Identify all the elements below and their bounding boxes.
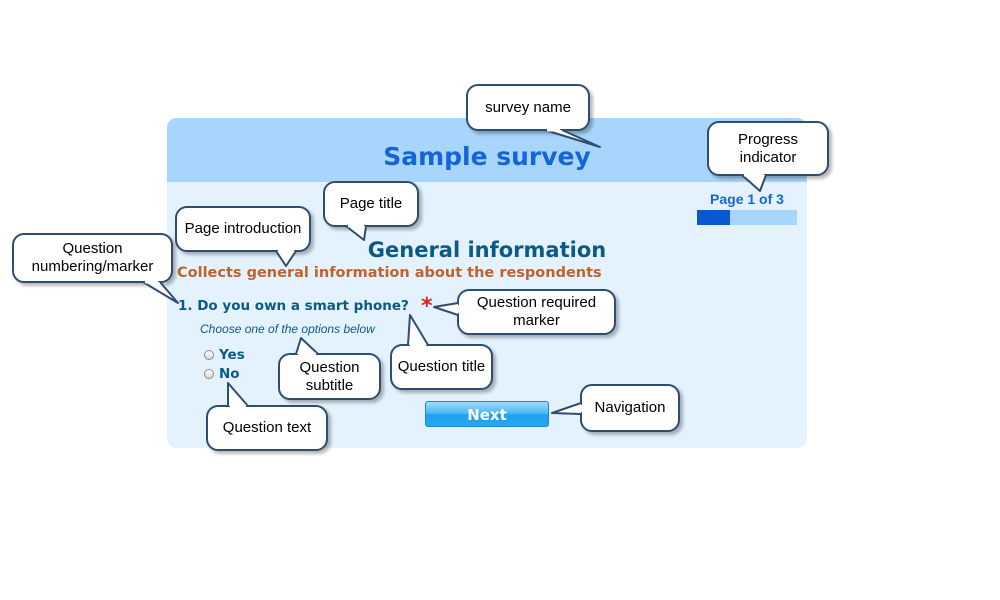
option-no[interactable]: No [204, 364, 245, 383]
answer-options: Yes No [204, 345, 245, 383]
callout-page-title: Page title [323, 181, 419, 227]
callout-question-numbering: Question numbering/marker [12, 233, 173, 283]
callout-page-introduction: Page introduction [175, 206, 311, 252]
page-introduction: Collects general information about the r… [177, 265, 602, 281]
callout-navigation: Navigation [580, 384, 680, 432]
progress-indicator: Page 1 of 3 [697, 191, 797, 225]
required-marker: * [421, 294, 433, 319]
page-title: General information [367, 238, 607, 262]
radio-button-no[interactable] [204, 368, 214, 379]
question-subtitle: Choose one of the options below [200, 322, 375, 336]
progress-label: Page 1 of 3 [710, 191, 784, 207]
callout-survey-name: survey name [466, 84, 590, 131]
callout-progress-indicator: Progress indicator [707, 121, 829, 176]
progress-bar [697, 210, 797, 225]
callout-question-subtitle: Question subtitle [278, 353, 381, 400]
callout-question-text: Question text [206, 405, 328, 451]
radio-button-yes[interactable] [204, 349, 214, 360]
question-title: 1. Do you own a smart phone? [178, 298, 409, 314]
callout-question-required-marker: Question required marker [457, 289, 616, 335]
survey-panel: Sample survey Page 1 of 3 General inform… [167, 118, 807, 448]
progress-bar-fill [697, 210, 730, 225]
callout-question-title: Question title [390, 344, 493, 390]
option-label-no[interactable]: No [219, 365, 240, 382]
option-label-yes[interactable]: Yes [219, 346, 245, 363]
option-yes[interactable]: Yes [204, 345, 245, 364]
next-button[interactable]: Next [425, 401, 549, 427]
